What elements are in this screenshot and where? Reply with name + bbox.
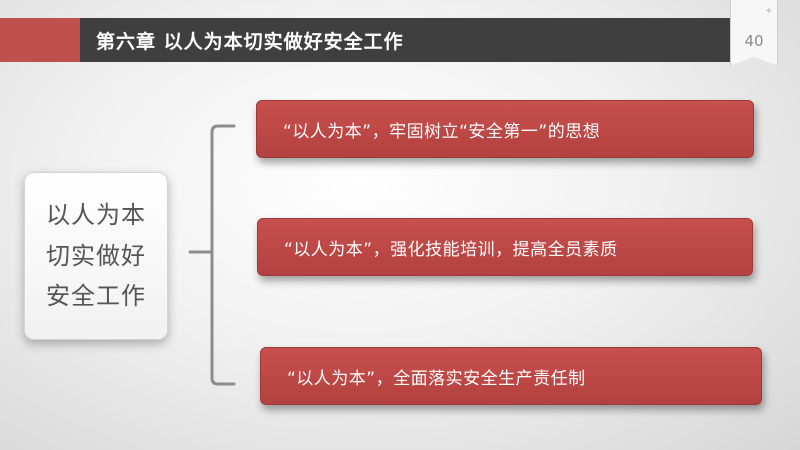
central-topic-line: 以人为本 xyxy=(46,201,146,230)
point-card-1: “以人为本”，牢固树立“安全第一”的思想 xyxy=(256,100,754,158)
central-topic-line: 切实做好 xyxy=(46,241,146,270)
bracket-line xyxy=(210,124,236,386)
header-accent-block xyxy=(0,18,80,62)
central-topic-line: 安全工作 xyxy=(46,282,146,311)
point-text: “以人为本”，牢固树立“安全第一”的思想 xyxy=(283,121,601,142)
bookmark-ribbon-icon: ✦ xyxy=(764,6,773,17)
page-title: 第六章 以人为本切实做好安全工作 xyxy=(96,30,404,53)
page-number: 40 xyxy=(744,32,764,50)
page-title-bar: 第六章 以人为本切实做好安全工作 xyxy=(80,18,730,62)
central-topic-box: 以人为本 切实做好 安全工作 xyxy=(24,172,168,340)
point-card-3: “以人为本”，全面落实安全生产责任制 xyxy=(260,347,762,405)
point-text: “以人为本”，全面落实安全生产责任制 xyxy=(287,368,586,389)
point-text: “以人为本”，强化技能培训，提高全员素质 xyxy=(284,239,618,260)
point-card-2: “以人为本”，强化技能培训，提高全员素质 xyxy=(257,218,753,276)
